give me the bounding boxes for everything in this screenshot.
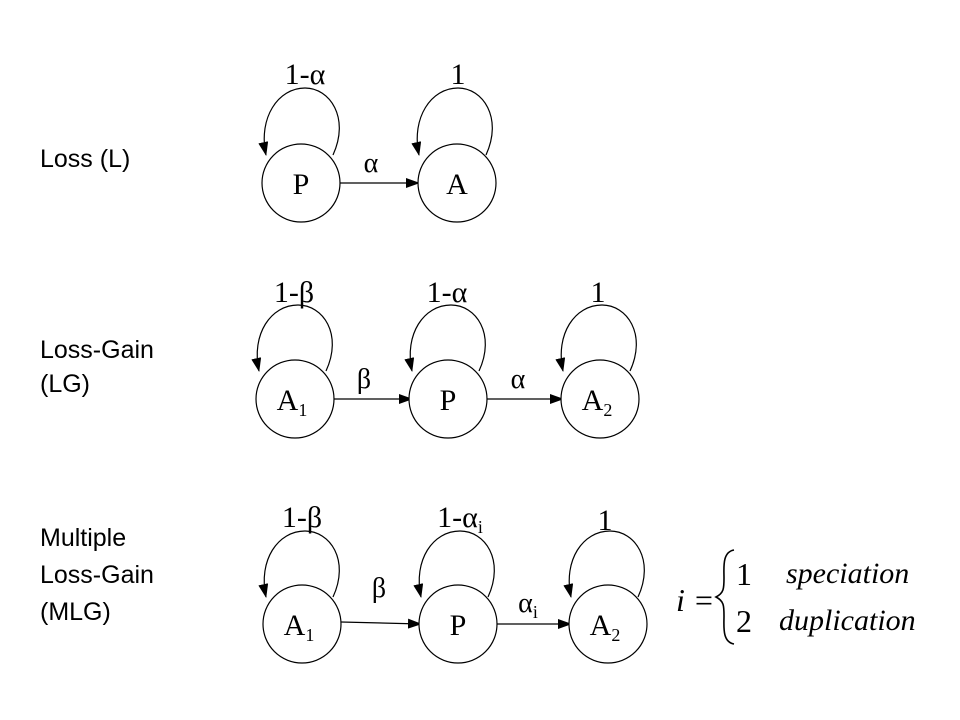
row-label: Loss-Gain [40,336,154,364]
row-label: (LG) [40,370,90,398]
node-label: A [446,168,468,201]
row-label: Loss-Gain [40,561,154,589]
left-brace [714,549,735,645]
edge-label: β [372,573,386,604]
state-node: P [408,359,488,439]
equation-lhs: i = [676,582,714,618]
row-loss: Loss (L) 1-α 1 α P A [40,58,497,223]
node-label: A2 [590,609,621,645]
row-label: (MLG) [40,598,111,626]
state-node: A1 [262,584,342,664]
self-loop-arrow [411,87,493,156]
case-value: 2 [736,603,752,639]
self-loop-arrow [251,304,333,372]
node-label: P [293,168,310,201]
state-node: P [261,143,341,223]
self-loop-arrow [404,304,486,372]
self-loop-arrow [563,530,645,598]
edge-label: αi [518,588,538,622]
self-loop-arrow [555,304,637,372]
loop-label: 1-αi [437,501,483,537]
case-meaning: speciation [786,557,909,590]
edge-label: α [364,148,379,179]
self-loop-arrow [258,530,340,598]
loop-label: 1 [451,58,466,91]
row-label: Loss (L) [40,145,130,173]
self-loop-arrow [258,87,340,156]
row-multiple-loss-gain: Multiple Loss-Gain (MLG) 1-β 1-αi 1 β αi… [40,501,648,664]
case-value: 1 [736,556,752,592]
node-label: A1 [284,609,315,645]
transition-arrow [340,618,422,629]
loop-label: 1-α [427,276,468,309]
loop-label: 1-β [274,276,314,309]
row-label: Multiple [40,524,126,552]
state-node: A2 [560,359,640,439]
edge-label: β [357,364,371,395]
state-node: A [417,143,497,223]
state-node: A1 [255,359,335,439]
state-node: P [418,584,498,664]
loop-label: 1 [591,276,606,309]
piecewise-equation: i = 1 2 speciation duplication [676,549,916,645]
case-meaning: duplication [779,604,916,637]
node-label: A2 [582,384,613,420]
edge-label: α [511,364,526,395]
loop-label: 1-α [285,58,326,91]
loop-label: 1-β [282,501,322,534]
node-label: P [450,609,467,642]
state-node: A2 [568,584,648,664]
node-label: A1 [277,384,308,420]
node-label: P [440,384,457,417]
self-loop-arrow [413,530,495,598]
loop-label: 1 [598,504,613,537]
row-loss-gain: Loss-Gain (LG) 1-β 1-α 1 β α A1 P A2 [40,276,640,439]
